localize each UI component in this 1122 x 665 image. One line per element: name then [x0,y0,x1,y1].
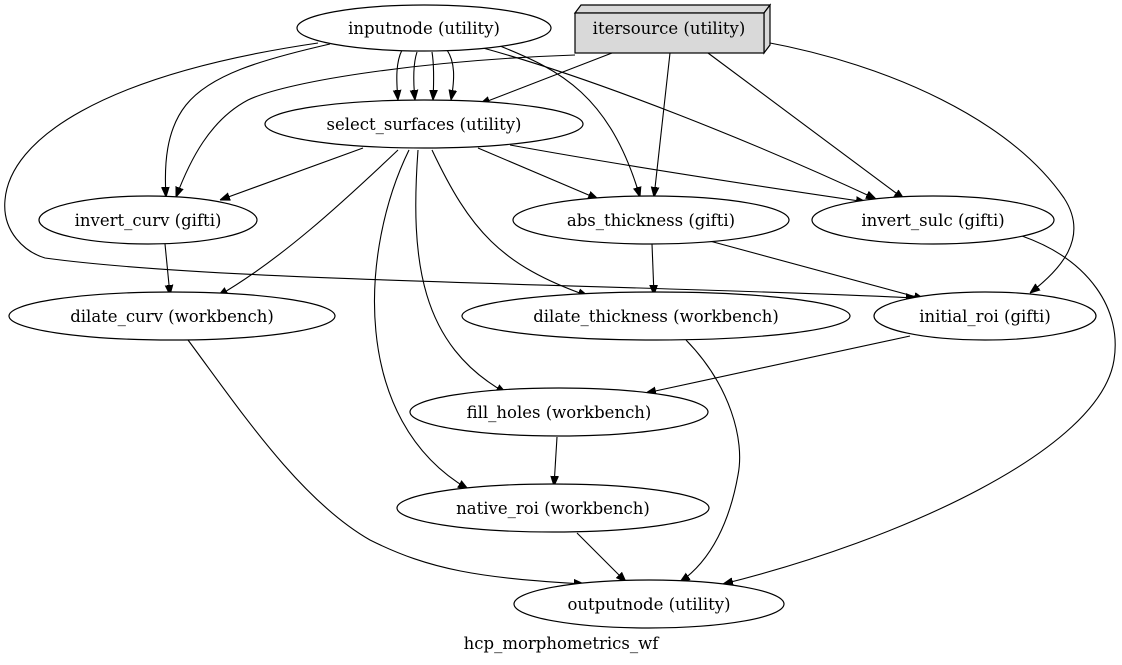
edge-select-surfaces-fill-holes [415,149,506,393]
node-inputnode-label: inputnode (utility) [348,19,500,38]
edge-abs-thickness-initial-roi [705,239,924,299]
node-dilate-thickness: dilate_thickness (workbench) [461,291,851,341]
edge-native-roi-outputnode [576,532,626,582]
edge-invert-sulc-outputnode [723,235,1116,584]
node-inputnode: inputnode (utility) [296,4,552,52]
node-select-surfaces: select_surfaces (utility) [264,99,584,149]
edge-dilate-curv-outputnode [187,339,584,584]
edge-itersource-select-surfaces [480,52,613,105]
node-fill-holes: fill_holes (workbench) [409,387,709,437]
node-invert-sulc: invert_sulc (gifti) [811,195,1055,245]
edge-inputnode-select-surfaces-3 [432,51,434,100]
edge-itersource-invert-sulc [707,52,904,199]
edge-select-surfaces-dilate-thickness [431,149,588,296]
edge-select-surfaces-abs-thickness [477,147,598,199]
node-abs-thickness: abs_thickness (gifti) [512,195,790,245]
node-itersource-label: itersource (utility) [593,19,746,38]
edge-itersource-invert-curv [176,54,576,197]
node-fill-holes-label: fill_holes (workbench) [467,403,652,422]
edge-inputnode-abs-thickness [499,45,640,197]
edge-itersource-initial-roi [764,41,1075,293]
edge-invert-curv-dilate-curv [164,243,170,295]
edge-inputnode-select-surfaces-1 [397,49,403,100]
edge-select-surfaces-invert-sulc [509,144,866,202]
node-initial-roi-label: initial_roi (gifti) [919,307,1051,326]
node-native-roi: native_roi (workbench) [396,483,710,533]
node-dilate-thickness-label: dilate_thickness (workbench) [533,307,779,326]
node-dilate-curv-label: dilate_curv (workbench) [70,307,274,326]
edge-abs-thickness-dilate-thickness [652,243,654,295]
edge-inputnode-initial-roi [4,42,916,298]
edge-select-surfaces-dilate-curv [218,149,399,296]
node-invert-curv: invert_curv (gifti) [38,195,258,245]
node-native-roi-label: native_roi (workbench) [456,499,650,518]
node-select-surfaces-label: select_surfaces (utility) [327,115,522,134]
edge-select-surfaces-native-roi [373,149,468,489]
edge-itersource-abs-thickness [654,52,671,197]
node-outputnode: outputnode (utility) [513,579,785,629]
edge-inputnode-invert-sulc [482,47,876,199]
node-initial-roi: initial_roi (gifti) [873,291,1097,341]
edges [4,41,1116,584]
graph-title: hcp_morphometrics_wf [464,634,661,653]
node-invert-sulc-label: invert_sulc (gifti) [861,211,1004,230]
node-dilate-curv: dilate_curv (workbench) [8,291,336,341]
nodes: inputnode (utility) itersource (utility)… [8,3,1097,629]
node-invert-curv-label: invert_curv (gifti) [75,211,222,230]
edge-dilate-thickness-outputnode [680,339,741,582]
node-abs-thickness-label: abs_thickness (gifti) [567,211,735,230]
node-outputnode-label: outputnode (utility) [567,595,730,614]
edge-inputnode-select-surfaces-2 [414,51,417,100]
edge-inputnode-invert-curv [165,43,331,197]
edge-fill-holes-native-roi [554,436,557,486]
node-itersource: itersource (utility) [573,3,772,55]
edge-initial-roi-fill-holes [646,335,911,393]
edge-inputnode-select-surfaces-4 [446,49,454,100]
edge-select-surfaces-invert-curv [220,147,364,200]
